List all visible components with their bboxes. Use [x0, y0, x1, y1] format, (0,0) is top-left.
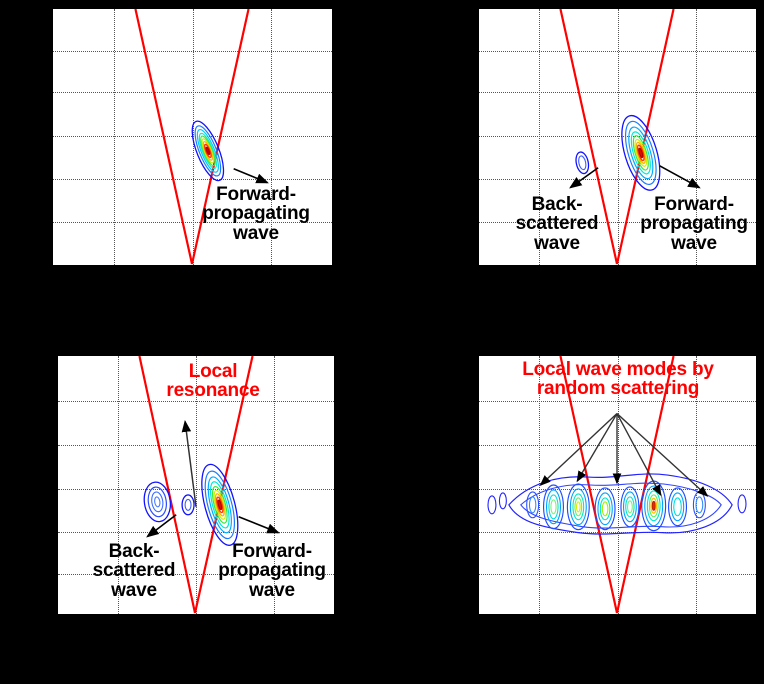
annotation-line: wave: [111, 579, 157, 601]
gridline-h: [53, 92, 332, 93]
gridline-v: [118, 356, 119, 614]
gridline-h: [479, 574, 756, 575]
dispersion-cone-b: [559, 9, 675, 265]
annotation-line: scattered: [515, 213, 599, 235]
panel-c-plot: Local resonance Back- scattered wave For…: [58, 356, 334, 614]
gridline-v: [539, 9, 540, 265]
annotation-line: random scattering: [536, 378, 700, 400]
contour-blob-backscattered-c: [143, 481, 172, 523]
annotation-line: Forward-: [216, 184, 296, 205]
panel-d-plot: Local wave modes by random scattering: [479, 356, 756, 614]
annotation-local-wave-modes-d: Local wave modes by random scattering: [493, 360, 743, 399]
annotation-line: wave: [233, 222, 279, 244]
annotation-line: propagating: [640, 213, 748, 235]
contour-blob-forward-c: [201, 463, 239, 546]
gridline-v: [539, 356, 540, 614]
annotation-arrows-c: [146, 420, 280, 538]
contour-blob-backscattered-b: [575, 151, 590, 175]
dispersion-cone-a: [134, 9, 250, 265]
annotation-line: resonance: [166, 380, 260, 402]
annotation-line: Forward-: [232, 541, 312, 562]
gridline-h: [479, 401, 756, 402]
panel-b: Back- scattered wave Forward- propagatin…: [478, 8, 757, 266]
annotation-local-resonance-c: Local resonance: [138, 362, 288, 401]
gridline-v: [114, 9, 115, 265]
gridline-h: [479, 136, 756, 137]
gridline-v: [696, 356, 697, 614]
gridline-h: [479, 222, 756, 223]
contour-island: [526, 480, 706, 532]
gridline-v: [274, 356, 275, 614]
contour-blob-forward-b: [621, 114, 661, 191]
annotation-forward-propagating-wave-c: Forward- propagating wave: [208, 541, 334, 601]
annotation-line: wave: [534, 232, 580, 254]
gridline-v: [618, 9, 619, 265]
gridline-h: [479, 51, 756, 52]
annotation-line: propagating: [218, 560, 326, 582]
panel-c: Local resonance Back- scattered wave For…: [57, 355, 335, 615]
gridline-h: [53, 179, 332, 180]
gridline-v: [696, 9, 697, 265]
annotation-line: Back-: [108, 541, 160, 562]
dispersion-cone-c: [138, 356, 254, 614]
gridline-h: [53, 222, 332, 223]
panel-d: Local wave modes by random scattering: [478, 355, 757, 615]
contour-band-d: [487, 473, 747, 535]
gridline-h: [53, 51, 332, 52]
gridline-v: [193, 9, 194, 265]
annotation-line: Forward-: [654, 194, 734, 215]
annotation-line: wave: [671, 232, 717, 254]
annotation-line: scattered: [92, 560, 176, 582]
annotation-back-scattered-wave-c: Back- scattered wave: [66, 541, 202, 601]
annotation-line: Local: [188, 361, 238, 382]
gridline-h: [479, 489, 756, 490]
gridline-v: [271, 9, 272, 265]
annotation-line: wave: [249, 579, 295, 601]
annotation-forward-propagating-wave-b: Forward- propagating wave: [630, 194, 756, 254]
contour-blob-forward-a: [191, 120, 225, 182]
contour-blobs-c: [143, 463, 239, 546]
gridline-h: [479, 532, 756, 533]
annotation-back-scattered-wave-b: Back- scattered wave: [489, 194, 625, 254]
panel-a: Forward- propagating wave: [52, 8, 333, 266]
annotation-line: Local wave modes by: [522, 359, 714, 380]
contour-blobs-b: [575, 114, 661, 191]
annotation-line: Back-: [531, 194, 583, 215]
gridline-h: [479, 179, 756, 180]
annotation-forward-propagating-wave-a: Forward- propagating wave: [181, 184, 331, 244]
gridline-v: [196, 356, 197, 614]
panel-a-plot: Forward- propagating wave: [53, 9, 332, 265]
panel-b-plot: Back- scattered wave Forward- propagatin…: [479, 9, 756, 265]
annotation-line: propagating: [202, 203, 310, 225]
contour-blob-local-resonance-c: [181, 494, 195, 516]
annotation-arrows-b: [569, 165, 701, 189]
gridline-h: [479, 92, 756, 93]
arrow-forward-a: [233, 168, 269, 184]
annotation-arrows-d: [539, 413, 709, 497]
